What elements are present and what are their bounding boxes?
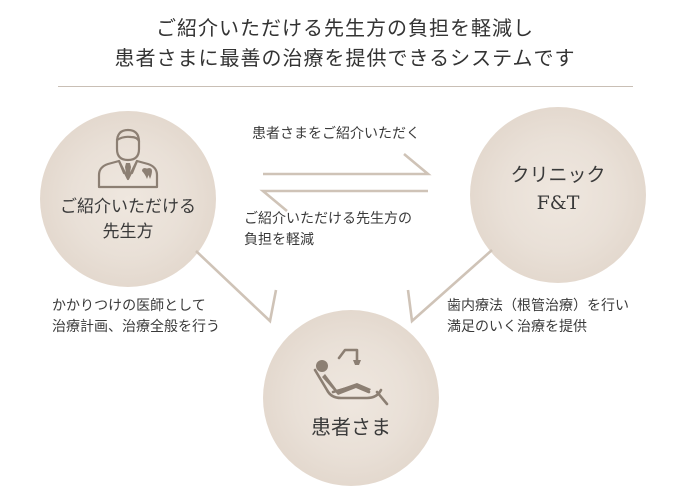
- burden-reduction-arrow: [259, 189, 428, 212]
- referring-dentist-node: ご紹介いただける 先生方: [40, 111, 216, 287]
- title-line-2: 患者さまに最善の治療を提供できるシステムです: [114, 46, 576, 70]
- clinic-to-patient-arrow: [406, 249, 493, 324]
- burden-reduction-note-line-1: ご紹介いただける先生方の: [244, 211, 412, 227]
- patient-label: 患者さま: [311, 415, 391, 439]
- patient-node: 患者さま: [263, 310, 439, 486]
- family-dentist-role-note-line-1: かかりつけの医師として: [52, 298, 206, 314]
- title-divider: [58, 86, 633, 87]
- referral-note-line-1: 患者さまをご紹介いただく: [252, 126, 420, 142]
- family-dentist-role-note-line-2: 治療計画、治療全般を行う: [52, 319, 220, 335]
- referral-arrow: [263, 153, 432, 176]
- referring-dentist-label-line-1: ご紹介いただける: [60, 197, 196, 217]
- clinic-label-line-2: F&T: [536, 192, 580, 214]
- referral-note: 患者さまをご紹介いただく: [252, 124, 420, 145]
- referring-dentist-label: ご紹介いただける 先生方: [40, 195, 216, 245]
- referring-dentist-label-line-2: 先生方: [102, 222, 154, 242]
- dental-chair-icon: [313, 348, 389, 406]
- clinic-role-note-line-1: 歯内療法（根管治療）を行い: [447, 298, 629, 314]
- referrer-to-patient-arrow: [195, 250, 278, 324]
- clinic-label-line-1: クリニック: [510, 164, 606, 186]
- clinic-node: クリニック F&T: [470, 107, 646, 283]
- dentist-icon: [97, 128, 159, 189]
- burden-reduction-note: ご紹介いただける先生方の 負担を軽減: [244, 209, 412, 251]
- family-dentist-role-note: かかりつけの医師として 治療計画、治療全般を行う: [52, 296, 220, 338]
- clinic-role-note: 歯内療法（根管治療）を行い 満足のいく治療を提供: [447, 296, 629, 338]
- title-line-1: ご紹介いただける先生方の負担を軽減し: [156, 16, 534, 40]
- clinic-role-note-line-2: 満足のいく治療を提供: [447, 319, 587, 335]
- burden-reduction-note-line-2: 負担を軽減: [244, 232, 314, 248]
- clinic-label: クリニック F&T: [470, 161, 646, 217]
